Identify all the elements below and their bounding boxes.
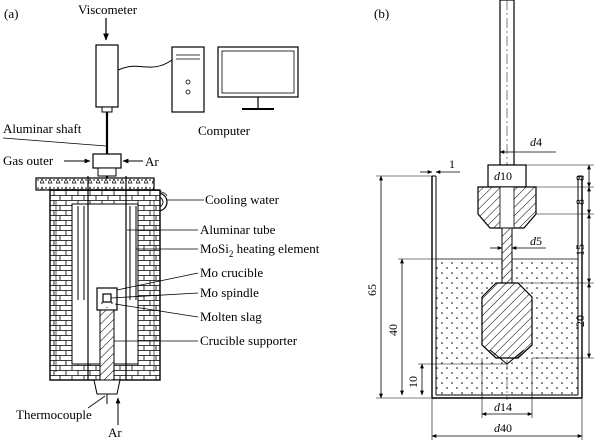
- dim-d14-val: 14: [500, 400, 512, 414]
- dim-h40: 40: [386, 324, 400, 336]
- panel-a-tag: (a): [4, 6, 18, 21]
- dim-d4-sym: d: [530, 135, 537, 149]
- thermocouple-label: Thermocouple: [16, 407, 92, 422]
- heating-element-right: [129, 206, 137, 300]
- viscometer-neck: [101, 106, 113, 113]
- spindle-leader: [110, 292, 199, 299]
- slag-label: Molten slag: [200, 309, 262, 324]
- heating-label-main: MoSi: [200, 241, 229, 256]
- computer-tower: [171, 46, 205, 113]
- dim-d14: d14: [494, 400, 512, 414]
- spindle-label: Mo spindle: [200, 285, 259, 300]
- dim-d10-val: 10: [500, 169, 512, 183]
- viscometer-body: [95, 44, 119, 108]
- viscometer-label: Viscometer: [78, 2, 138, 17]
- thermocouple-leader: [87, 395, 106, 409]
- crucible-leader: [116, 272, 199, 291]
- dim-d14-sym: d: [494, 400, 501, 414]
- dim-h15: 15: [573, 244, 587, 256]
- dim-d40-sym: d: [494, 421, 501, 435]
- dim-h10: 10: [406, 376, 420, 388]
- computer-monitor: [217, 46, 299, 98]
- shaft-leader: [2, 137, 107, 147]
- dim-d4-val: 4: [536, 135, 542, 149]
- dim-wall: 1: [449, 157, 455, 171]
- dim-d5-sym: d: [530, 234, 537, 248]
- spindle-rod: [501, 227, 513, 284]
- dim-d10-sym: d: [494, 169, 501, 183]
- dim-d4: d4: [530, 135, 542, 149]
- furnace-lid: [35, 177, 155, 191]
- computer: [171, 46, 299, 113]
- gas-fitting: [92, 153, 122, 169]
- dim-h65: 65: [365, 284, 379, 296]
- dim-d10: d10: [494, 169, 512, 183]
- cooling-water-label: Cooling water: [205, 192, 280, 207]
- spindle-bob: [481, 282, 533, 359]
- ar-bottom-label: Ar: [108, 425, 122, 440]
- gas-outer-label: Gas outer: [3, 153, 54, 168]
- heating-label-rest: heating element: [233, 241, 319, 256]
- dim-h8-top: 8: [573, 175, 587, 181]
- panel-a: (a) Viscometer Computer Aluminar shaft G…: [2, 2, 320, 440]
- heating-element-left: [77, 206, 85, 300]
- dim-d5-val: 5: [536, 234, 542, 248]
- shaft-label: Aluminar shaft: [3, 121, 82, 136]
- dim-h20: 20: [573, 315, 587, 327]
- crucible-label: Mo crucible: [200, 265, 263, 280]
- heating-label: MoSi2 heating element: [200, 241, 320, 259]
- supporter-label: Crucible supporter: [200, 333, 298, 348]
- viscometer-cable: [117, 59, 173, 71]
- mo-spindle: [102, 293, 112, 303]
- heating-label-sub: 2: [229, 249, 234, 259]
- slag-leader: [114, 303, 199, 318]
- computer-label: Computer: [198, 123, 251, 138]
- tube-label: Aluminar tube: [200, 222, 276, 237]
- panel-b-tag: (b): [374, 6, 389, 21]
- dim-d40-val: 40: [500, 421, 512, 435]
- bottom-plug: [93, 379, 121, 395]
- dim-h8-bottom: 8: [573, 199, 587, 205]
- dim-d5: d5: [530, 234, 542, 248]
- ar-top-label: Ar: [145, 154, 159, 169]
- dim-d40: d40: [494, 421, 512, 435]
- panel-b: (b) 1 d4 d10 d: [365, 0, 594, 440]
